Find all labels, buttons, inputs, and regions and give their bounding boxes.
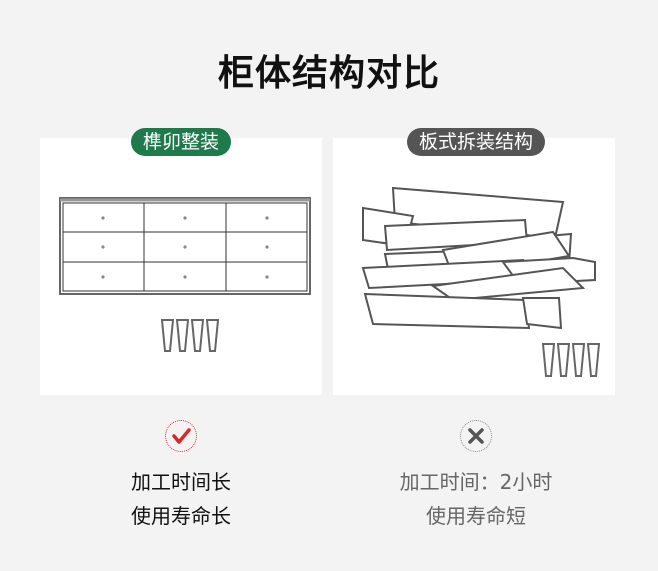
assembled-cabinet-illustration xyxy=(59,197,311,352)
right-line-1: 加工时间：2小时 xyxy=(399,470,553,494)
page-title: 柜体结构对比 xyxy=(217,53,440,94)
left-line-1: 加工时间长 xyxy=(131,470,231,494)
right-panel xyxy=(333,138,615,395)
left-panel xyxy=(40,138,322,395)
assembled-badge: 榫卯整装 xyxy=(130,128,232,156)
check-icon xyxy=(165,420,197,452)
panel-boards-illustration xyxy=(361,186,601,377)
right-line-2: 使用寿命短 xyxy=(426,504,526,528)
cross-icon xyxy=(460,420,492,452)
flatpack-badge: 板式拆装结构 xyxy=(406,128,546,156)
left-line-2: 使用寿命长 xyxy=(131,504,231,528)
